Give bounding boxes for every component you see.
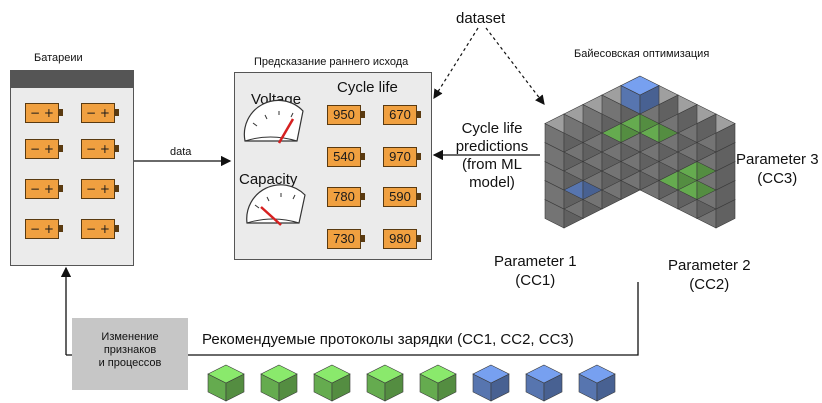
protocol-cube bbox=[366, 364, 404, 402]
voltage-gauge bbox=[243, 99, 304, 144]
cube-face-top bbox=[620, 75, 660, 96]
feedback-box: Изменение признаков и процессов bbox=[72, 318, 188, 390]
param2-name: Parameter 2 bbox=[668, 257, 751, 274]
cycle-life-value: 540 bbox=[327, 147, 365, 167]
cycle-life-value: 590 bbox=[383, 187, 421, 207]
predictions-line: Cycle life bbox=[461, 120, 523, 137]
battery-cell: − + bbox=[25, 219, 63, 239]
dataset-arrow-right bbox=[485, 27, 545, 105]
protocol-cube bbox=[472, 364, 510, 402]
battery-cell: − + bbox=[81, 139, 119, 159]
cube-face-top bbox=[207, 364, 245, 384]
capacity-needle bbox=[260, 206, 282, 226]
param1-code: (CC1) bbox=[515, 272, 556, 289]
dataset-arrow-left bbox=[433, 27, 479, 100]
protocol-cube bbox=[260, 364, 298, 402]
param3-code: (CC3) bbox=[757, 170, 798, 187]
param2-code: (CC2) bbox=[689, 276, 730, 293]
cube-face-top bbox=[419, 364, 457, 384]
cycle-life-value: 730 bbox=[327, 229, 365, 249]
grid-cube bbox=[620, 75, 660, 115]
cube-face-top bbox=[313, 364, 351, 384]
protocol-cube bbox=[207, 364, 245, 402]
capacity-label: Capacity bbox=[239, 171, 298, 188]
gauges bbox=[243, 99, 306, 226]
cube-face-top bbox=[472, 364, 510, 384]
recommended-label: Рекомендуемые протоколы зарядки (CC1, CC… bbox=[202, 331, 574, 348]
cube-face-top bbox=[525, 364, 563, 384]
feedback-line: и процессов bbox=[98, 357, 162, 369]
cycle-life-label: Cycle life bbox=[337, 79, 398, 96]
data-arrow-label: data bbox=[170, 146, 192, 158]
cycle-life-value: 970 bbox=[383, 147, 421, 167]
rack-header bbox=[11, 71, 133, 88]
battery-cell: − + bbox=[25, 179, 63, 199]
cube-face-top bbox=[366, 364, 404, 384]
cycle-life-value: 950 bbox=[327, 105, 365, 125]
batteries-title: Батареии bbox=[34, 52, 83, 64]
battery-cell: − + bbox=[25, 139, 63, 159]
voltage-needle bbox=[277, 118, 295, 144]
battery-cell: − + bbox=[81, 103, 119, 123]
param2-label: Parameter 2 (CC2) bbox=[668, 256, 751, 294]
cycle-life-value: 780 bbox=[327, 187, 365, 207]
feedback-line: признаков bbox=[103, 344, 157, 356]
protocol-cube bbox=[313, 364, 351, 402]
prediction-panel: Voltage Cycle life Capacity 950 670 540 … bbox=[234, 72, 432, 260]
prediction-title: Предсказание раннего исхода bbox=[254, 56, 409, 68]
protocol-cube bbox=[525, 364, 563, 402]
predictions-text: Cycle life predictions (from ML model) bbox=[442, 120, 542, 192]
param3-label: Parameter 3 (CC3) bbox=[736, 150, 819, 188]
protocol-cube bbox=[578, 364, 616, 402]
capacity-gauge bbox=[246, 184, 306, 226]
dataset-label: dataset bbox=[456, 10, 506, 27]
battery-cell: − + bbox=[81, 219, 119, 239]
predictions-line: predictions bbox=[455, 138, 529, 155]
optimization-title: Байесовская оптимизация bbox=[574, 48, 710, 60]
param3-name: Parameter 3 bbox=[736, 151, 819, 168]
battery-cell: − + bbox=[25, 103, 63, 123]
battery-rack: − + − + − + − + − + − + − + − + bbox=[10, 70, 134, 266]
cycle-life-value: 670 bbox=[383, 105, 421, 125]
feedback-line: Изменение bbox=[101, 331, 159, 343]
battery-cell: − + bbox=[81, 179, 119, 199]
predictions-line: (from ML bbox=[462, 156, 522, 173]
cube-face-top bbox=[578, 364, 616, 384]
param1-label: Parameter 1 (CC1) bbox=[494, 252, 577, 290]
predictions-line: model) bbox=[469, 174, 515, 191]
cube-face-top bbox=[260, 364, 298, 384]
param1-name: Parameter 1 bbox=[494, 253, 577, 270]
protocol-cube bbox=[419, 364, 457, 402]
feedback-line bbox=[66, 282, 639, 356]
cycle-life-value: 980 bbox=[383, 229, 421, 249]
